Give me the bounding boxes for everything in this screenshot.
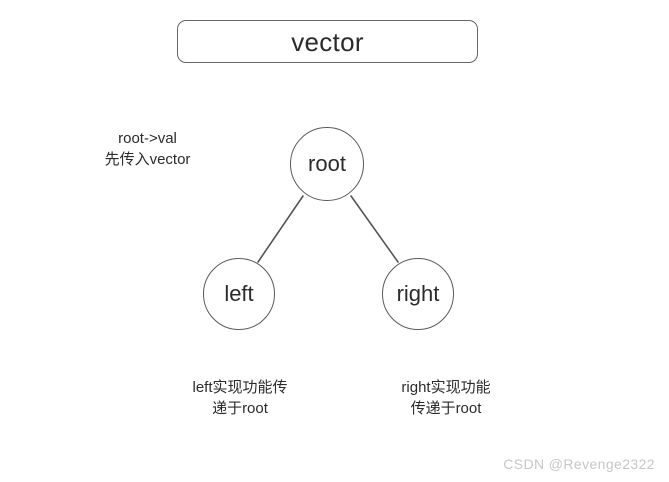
tree-node-left-label: left <box>224 281 254 306</box>
edge-root-right <box>350 195 399 263</box>
vector-container-label: vector <box>291 26 364 57</box>
vector-container-box[interactable]: vector <box>177 20 478 63</box>
annotation-root-val: root->val 先传入vector <box>104 130 191 168</box>
tree-node-right[interactable]: right <box>382 258 454 330</box>
annotation-right-note: right实现功能 传递于root <box>401 379 491 417</box>
tree-node-root-label: root <box>308 151 346 176</box>
tree-node-right-label: right <box>396 281 440 306</box>
annotation-left-note: left实现功能传 递于root <box>192 379 288 417</box>
edge-root-left <box>257 195 304 263</box>
watermark: CSDN @Revenge2322 <box>503 456 655 472</box>
tree-node-root[interactable]: root <box>290 127 364 201</box>
tree-node-left[interactable]: left <box>203 258 275 330</box>
